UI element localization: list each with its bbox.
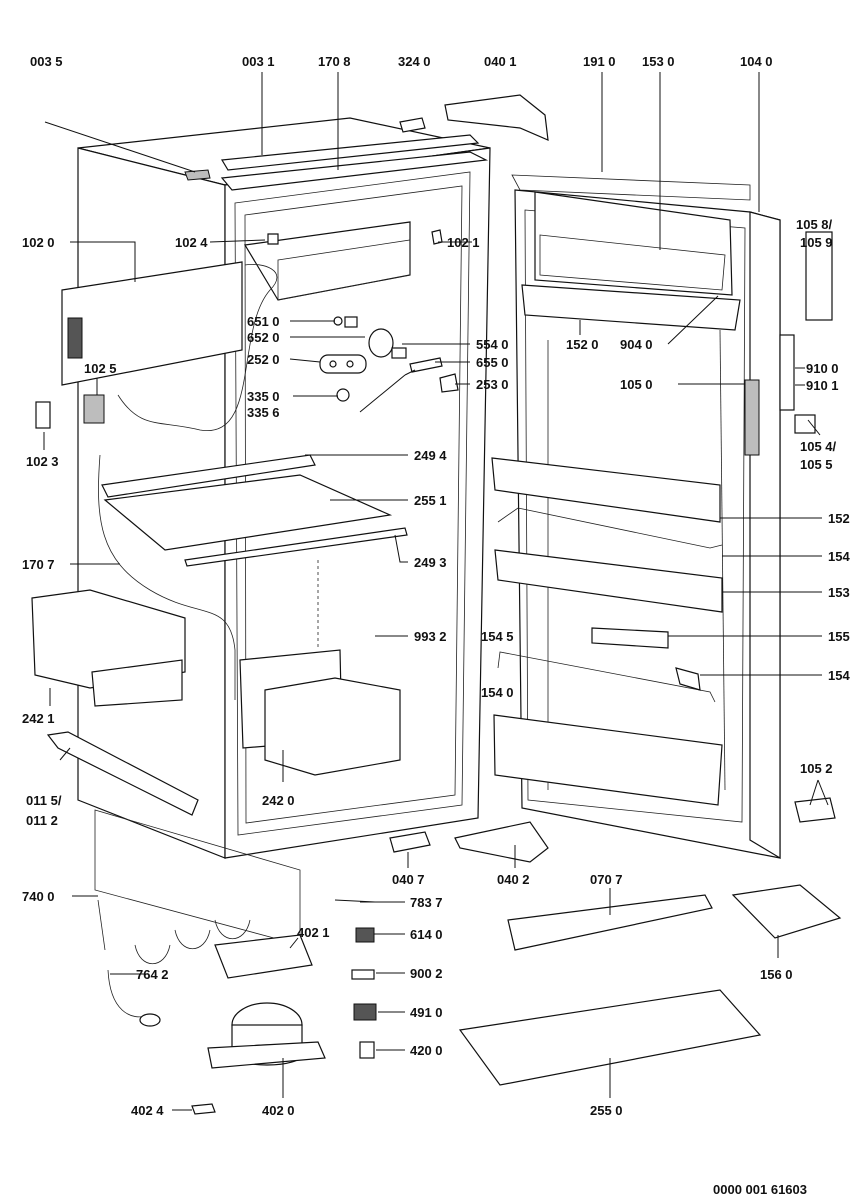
label-3356: 335 6 [247,405,280,420]
top-hinge [444,94,549,141]
label-1021: 102 1 [447,235,480,250]
label-1020: 102 0 [22,235,55,250]
label-1040: 104 0 [740,54,773,69]
drawer-bottom [239,649,401,776]
leader-lines [43,72,829,1111]
label-7400: 740 0 [22,889,55,904]
label-1538: 153 8 [828,585,852,600]
label-9040: 904 0 [620,337,653,352]
label-6520: 652 0 [247,330,280,345]
label-1544: 154 4 [828,549,852,564]
label-2494: 249 4 [414,448,447,463]
label-0031: 003 1 [242,54,275,69]
label-3240: 324 0 [398,54,431,69]
label-1054: 105 4/ [800,439,837,454]
label-0035: 003 5 [30,54,63,69]
label-7837: 783 7 [410,895,443,910]
label-9101: 910 1 [806,378,839,393]
label-1707: 170 7 [22,557,55,572]
compressor [207,934,326,1069]
label-2551: 255 1 [414,493,447,508]
label-9002: 900 2 [410,966,443,981]
door-assembly [491,174,836,860]
label-5540: 554 0 [476,337,509,352]
label-1530: 153 0 [642,54,675,69]
front-rail [46,731,199,816]
drawer-left [31,589,186,707]
label-1050: 105 0 [620,377,653,392]
label-4910: 491 0 [410,1005,443,1020]
label-1910: 191 0 [583,54,616,69]
label-1024: 102 4 [175,235,208,250]
bottom-hinge [454,821,549,863]
label-1545: 154 5 [481,629,514,644]
label-1541: 154 1 [828,668,852,683]
label-6140: 614 0 [410,927,443,942]
label-1058: 105 8/ [796,217,833,232]
footer-drawing-code: 0000 001 61603 [713,1182,807,1197]
label-1521: 152 1 [828,511,852,526]
label-4200: 420 0 [410,1043,443,1058]
ice-tray [731,884,842,939]
label-2493: 249 3 [414,555,447,570]
label-0407: 040 7 [392,872,425,887]
label-4024: 402 4 [131,1103,164,1118]
label-1055: 105 5 [800,457,833,472]
label-1540: 154 0 [481,685,514,700]
label-4020: 402 0 [262,1103,295,1118]
part-labels: 003 5 003 1 170 8 324 0 040 1 191 0 153 … [22,54,852,1197]
label-0112: 011 2 [26,813,58,828]
label-1550: 155 0 [828,629,852,644]
label-2550: 255 0 [590,1103,623,1118]
label-6550: 655 0 [476,355,509,370]
label-0707: 070 7 [590,872,623,887]
label-4021: 402 1 [297,925,330,940]
label-0115: 011 5/ [26,793,62,808]
label-1052: 105 2 [800,761,833,776]
label-1708: 170 8 [318,54,351,69]
label-7642: 764 2 [136,967,169,982]
label-2421: 242 1 [22,711,55,726]
label-9100: 910 0 [806,361,839,376]
thermostat-components [267,229,459,402]
label-0402: 040 2 [497,872,530,887]
bottom-glass-plate [458,989,762,1086]
freezer-cover-flap [35,261,243,429]
label-2420: 242 0 [262,793,295,808]
label-1023: 102 3 [26,454,59,469]
label-6510: 651 0 [247,314,280,329]
glass-shelf-assembly [101,454,408,567]
label-1520: 152 0 [566,337,599,352]
label-1025: 102 5 [84,361,117,376]
label-2520: 252 0 [247,352,280,367]
part-324 [399,117,426,133]
plinth-cover [507,894,713,951]
label-1059: 105 9 [800,235,833,250]
label-0401: 040 1 [484,54,517,69]
cover-plate-0407 [389,831,431,853]
label-1560: 156 0 [760,967,793,982]
top-cover-strips [184,134,489,191]
label-3350: 335 0 [247,389,280,404]
label-9932: 993 2 [414,629,447,644]
label-2530: 253 0 [476,377,509,392]
